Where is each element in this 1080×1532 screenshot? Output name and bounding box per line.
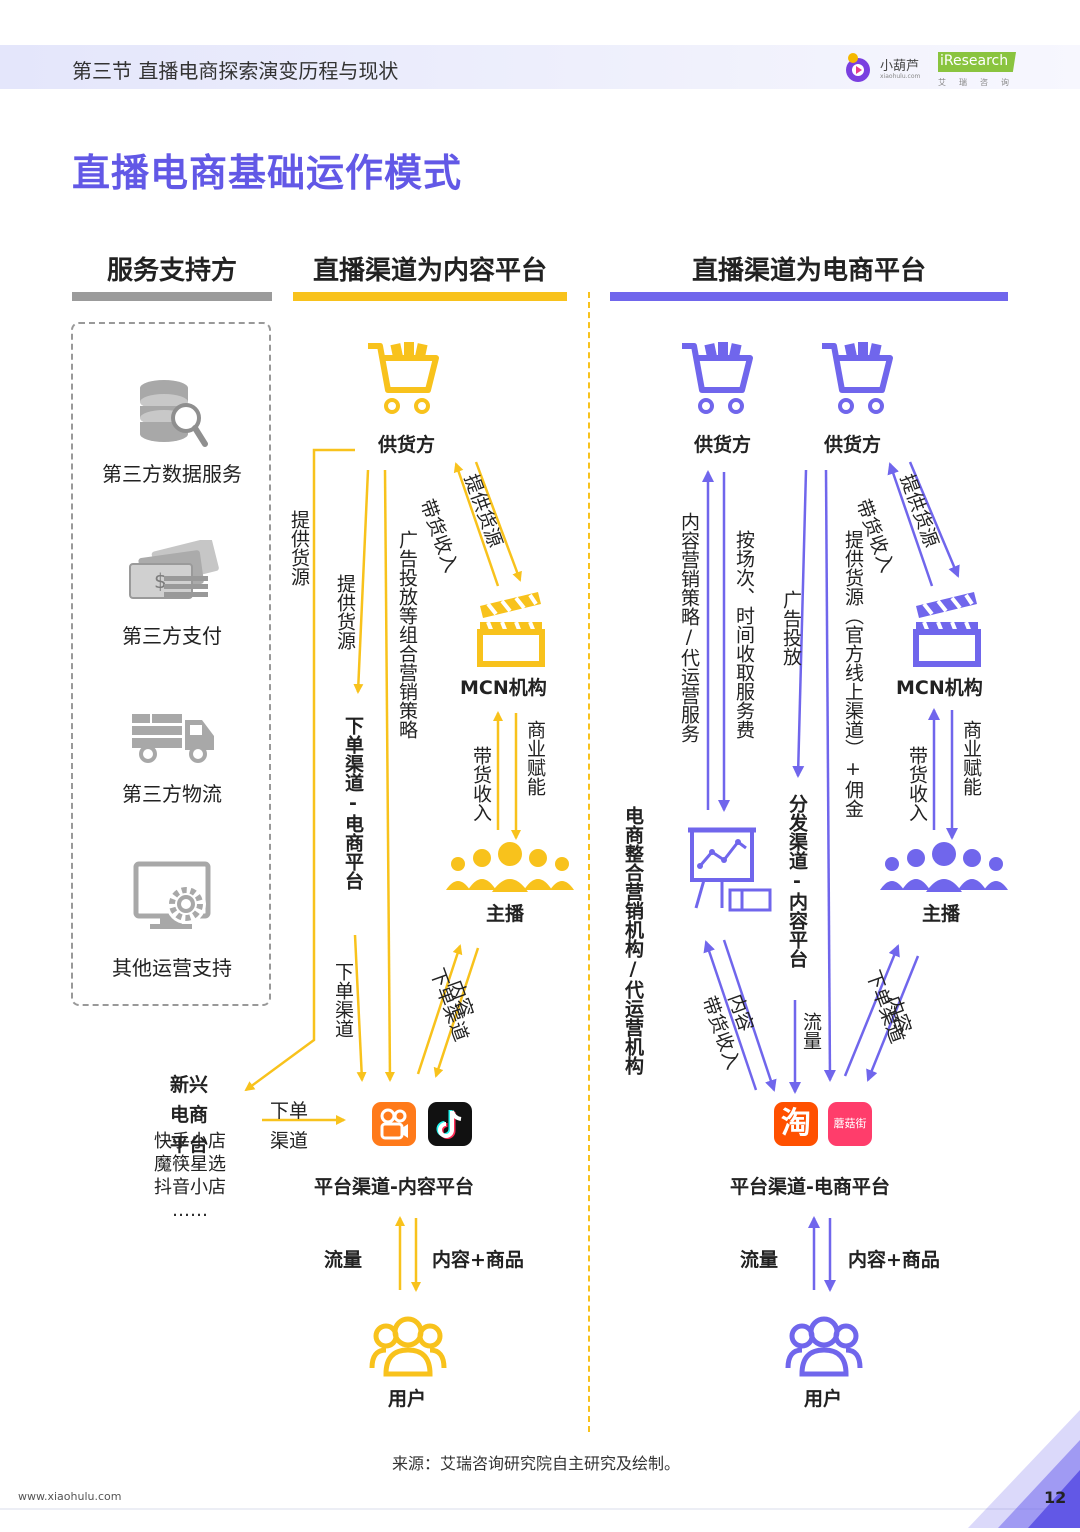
- content-edge-ad-strategy: 广告投放等组合营销策略: [396, 530, 418, 739]
- page-number: 12: [1044, 1488, 1067, 1507]
- ecom-distribution-label: 分发渠道-内容平台: [786, 794, 808, 968]
- ecom-edge-anchor-income: 带货收入: [906, 746, 928, 822]
- iresearch-logo-box: [938, 52, 1016, 72]
- service-box: [71, 322, 271, 1006]
- ecom-agency-label: 电商整合营销机构/代运营机构: [622, 806, 644, 1075]
- source-note: 来源：艾瑞咨询研究院自主研究及绘制。: [392, 1454, 681, 1473]
- content-edge-provide: 提供货源: [334, 574, 356, 650]
- ecom-supplier-2-label: 供货方: [824, 434, 882, 456]
- content-user-label: 用户: [388, 1388, 427, 1410]
- ecom-user-icon: [784, 1312, 864, 1384]
- ecom-edge-content-goods: 内容+商品: [848, 1249, 940, 1271]
- database-search-icon: [136, 376, 208, 456]
- content-anchor-label: 主播: [486, 903, 525, 925]
- content-supplier-label: 供货方: [378, 434, 436, 456]
- xiaohulu-logo-sub: xiaohulu.com: [880, 73, 921, 80]
- footer-line: [0, 1508, 1080, 1510]
- service-other: 其他运营支持: [112, 956, 232, 980]
- ecom-edge-traffic: 流量: [740, 1249, 779, 1271]
- content-order-channel-ecom: 下单渠道-电商平台: [342, 716, 364, 890]
- monitor-gear-icon: [132, 860, 216, 936]
- kuaishou-app-icon: [372, 1102, 416, 1146]
- ecom-edge-fee: 按场次、时间收取服务费: [733, 530, 755, 739]
- cash-icon: $: [126, 537, 220, 610]
- column-title-content: 直播渠道为内容平台: [312, 256, 547, 286]
- service-payment: 第三方支付: [122, 624, 222, 648]
- column-bar-ecommerce: [610, 292, 1008, 301]
- section-title: 第三节 直播电商探索演变历程与现状: [72, 59, 399, 83]
- column-title-ecommerce: 直播渠道为电商平台: [691, 256, 926, 286]
- anchor-group-icon: [446, 838, 574, 898]
- column-bar-content: [293, 292, 567, 301]
- content-edge-anchor-empower: 商业赋能: [524, 720, 546, 796]
- ecom-edge-anchor-empower: 商业赋能: [960, 720, 982, 796]
- content-mcn-label: MCN机构: [460, 677, 547, 699]
- ecom-mcn-label: MCN机构: [896, 677, 983, 699]
- ecom-edge-ad: 广告投放: [780, 590, 802, 666]
- content-edge-emerging-order: 下单渠道: [270, 1100, 309, 1152]
- ecom-mcn-clapperboard-icon: [912, 588, 982, 672]
- agency-presentation-icon: [686, 818, 774, 918]
- ecom-anchor-group-icon: [880, 838, 1008, 898]
- column-title-service: 服务支持方: [106, 256, 237, 286]
- xiaohulu-logo-icon: [846, 53, 870, 82]
- content-user-icon: [368, 1312, 448, 1384]
- content-edge-traffic: 流量: [324, 1249, 363, 1271]
- column-bar-service: [72, 292, 272, 301]
- content-platform-label: 平台渠道-内容平台: [314, 1176, 474, 1198]
- ecom-supplier-1-cart-icon: [680, 338, 754, 420]
- svg-text:$: $: [154, 569, 167, 593]
- supplier-cart-icon: [366, 338, 440, 420]
- ecom-edge-strategy: 内容营销策略/代运营服务: [678, 512, 700, 743]
- iresearch-logo-text: iResearch: [940, 53, 1009, 69]
- truck-icon: [130, 710, 216, 768]
- content-edge-anchor-income: 带货收入: [470, 746, 492, 822]
- content-edge-provide-outer: 提供货源: [288, 510, 310, 586]
- ecom-anchor-label: 主播: [922, 903, 961, 925]
- iresearch-logo-sub: 艾瑞咨询: [938, 78, 1022, 87]
- ecom-supplier-1-label: 供货方: [694, 434, 752, 456]
- ecom-edge-flow: 流量: [800, 1012, 822, 1050]
- column-divider: [588, 292, 590, 1432]
- xiaohulu-logo: [842, 50, 876, 88]
- page-title: 直播电商基础运作模式: [72, 151, 463, 195]
- ecom-user-label: 用户: [804, 1388, 843, 1410]
- emerging-platform-title: 新兴 电商平台: [169, 1074, 208, 1156]
- service-logistics: 第三方物流: [122, 782, 222, 806]
- emerging-platform-list: 快手小店 魔筷星选 抖音小店 ……: [154, 1131, 226, 1221]
- corner-decoration: [948, 1410, 1080, 1528]
- mcn-clapperboard-icon: [476, 588, 546, 672]
- xiaohulu-logo-text: 小葫芦: [880, 59, 920, 74]
- mogujie-app-icon: 蘑菇街: [828, 1102, 872, 1146]
- content-edge-order-channel: 下单渠道: [332, 962, 354, 1038]
- taobao-app-icon: 淘: [774, 1102, 818, 1146]
- ecom-platform-label: 平台渠道-电商平台: [730, 1176, 890, 1198]
- service-data: 第三方数据服务: [102, 462, 242, 486]
- content-edge-content-goods: 内容+商品: [432, 1249, 524, 1271]
- footer-url: www.xiaohulu.com: [18, 1490, 122, 1503]
- douyin-app-icon: [428, 1102, 472, 1146]
- ecom-edge-official: 提供货源（官方线上渠道）+佣金: [842, 530, 864, 818]
- header-band: [0, 45, 1080, 89]
- ecom-supplier-2-cart-icon: [820, 338, 894, 420]
